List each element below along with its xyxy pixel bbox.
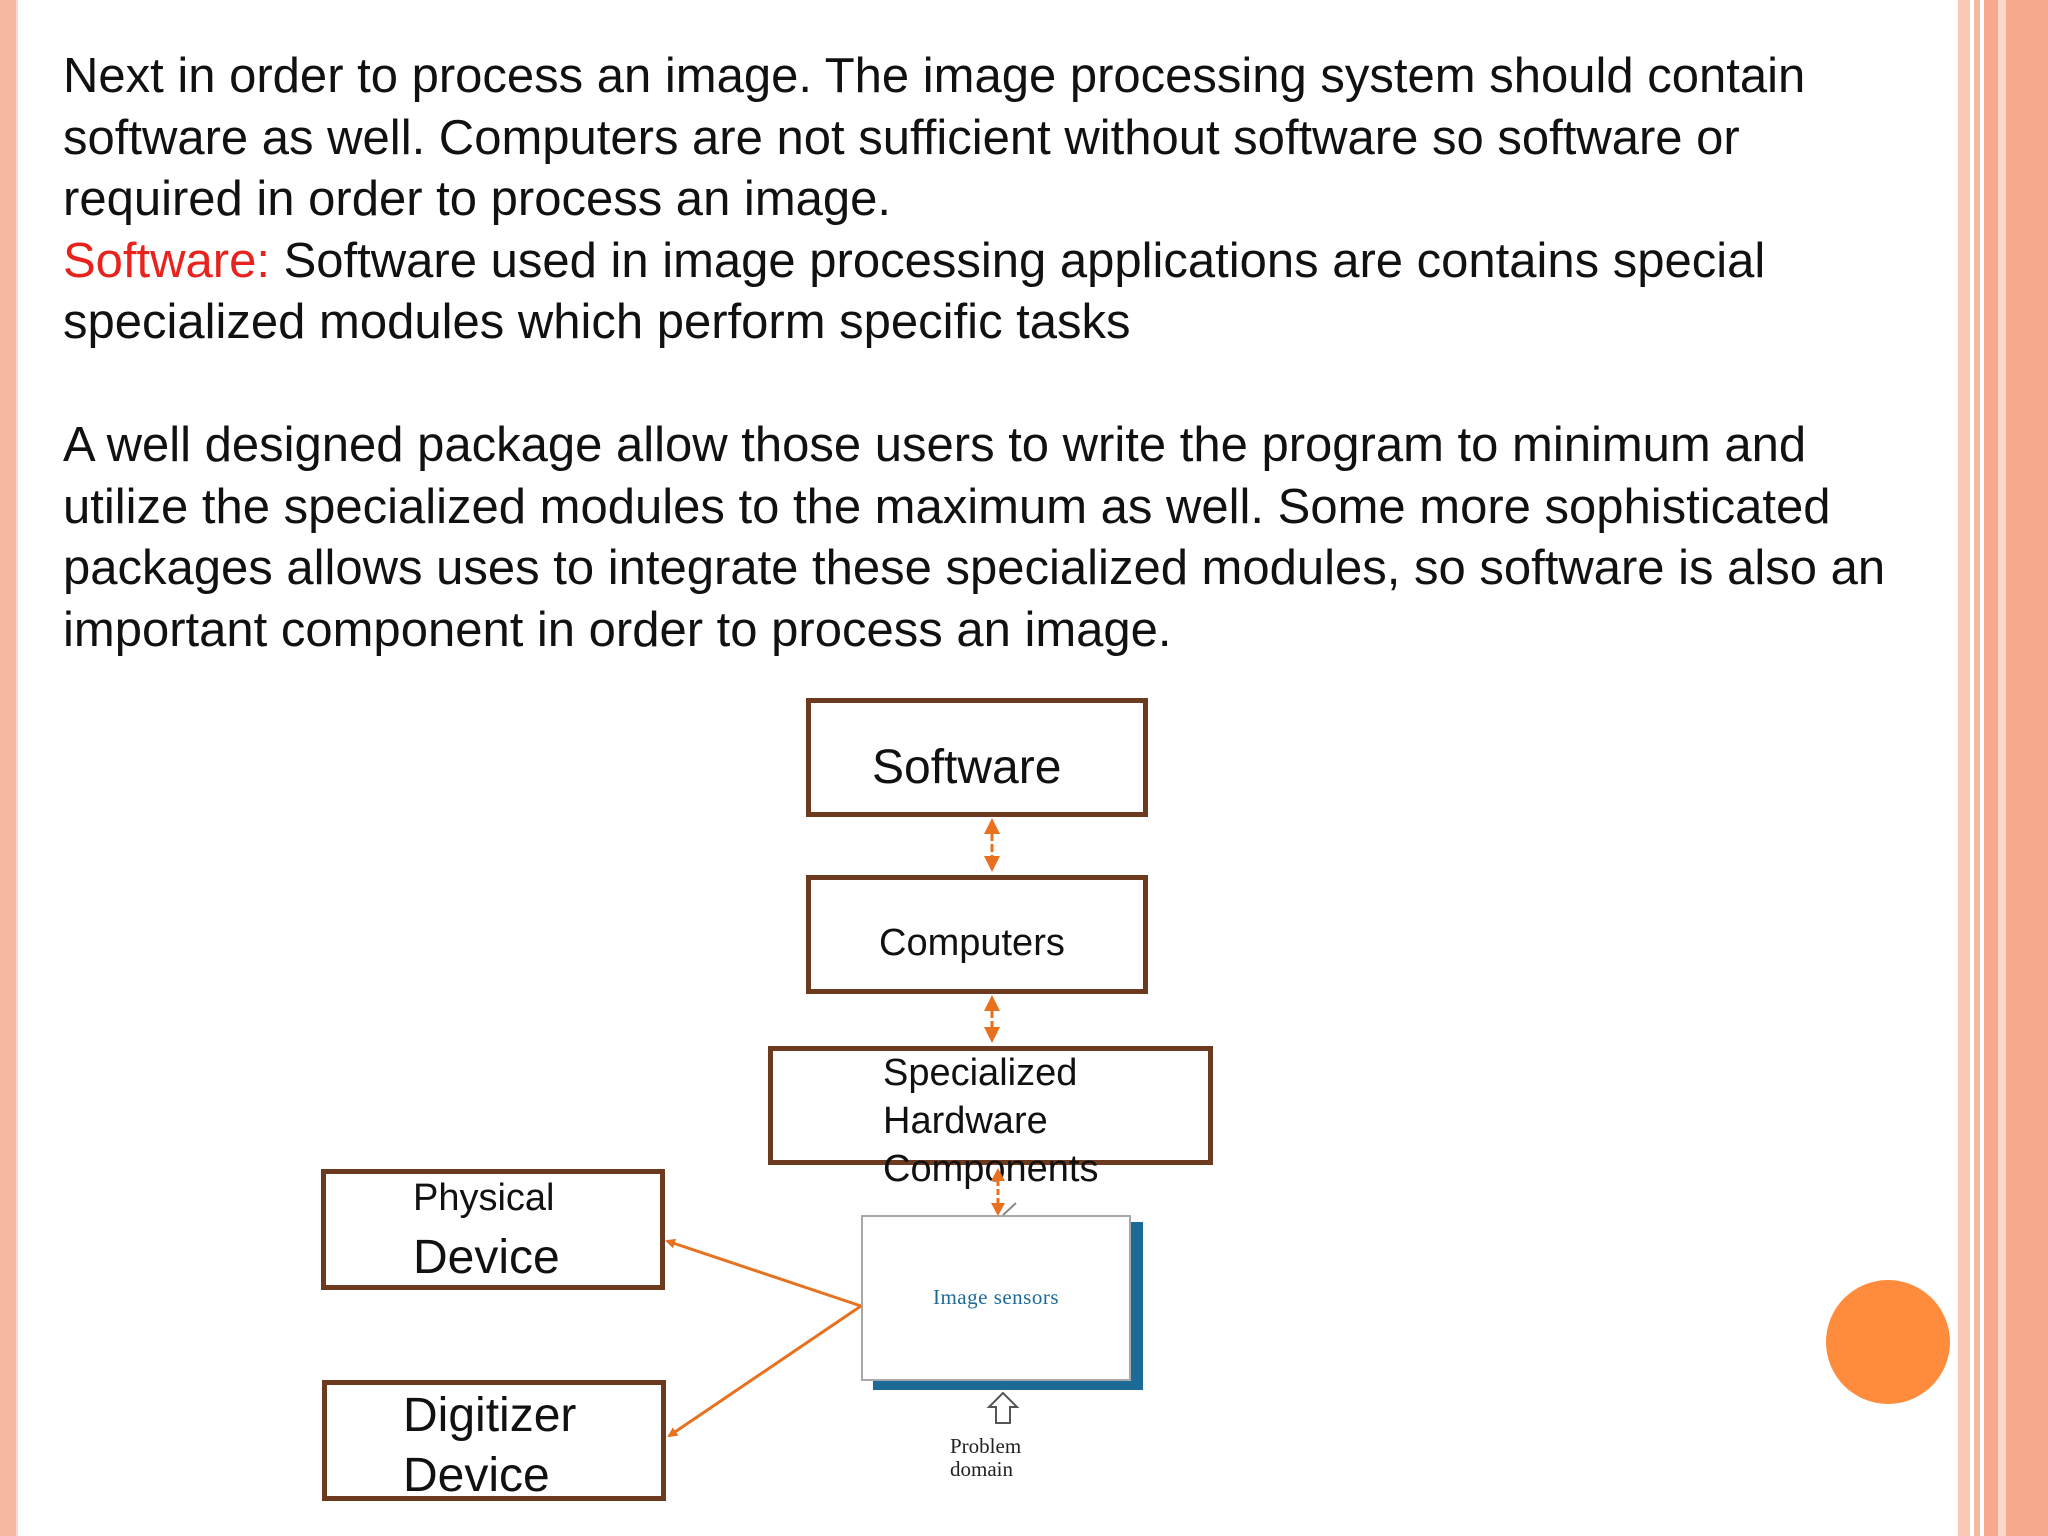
package-line: important component in order to process … (63, 602, 1172, 657)
image-sensors-card: Image sensors (861, 1215, 1131, 1381)
sensors-to-digitizer-arrow (667, 1304, 862, 1438)
software-definition-text: Software used in image processing applic… (269, 233, 1766, 288)
physical-label-line: Device (413, 1231, 560, 1284)
paragraph-gap (63, 354, 1963, 416)
computers-box: Computers (806, 875, 1148, 994)
slide-body-text: Next in order to process an image. The i… (63, 46, 1963, 661)
software-box-label: Software (872, 741, 1062, 794)
slide-right-border-line (1998, 0, 2006, 1536)
digitizer-label-line: Digitizer (403, 1389, 577, 1442)
slide-left-border (0, 0, 16, 1536)
problem-domain-label: Problem domain (950, 1435, 1050, 1481)
problem-domain-up-arrow (986, 1391, 1020, 1424)
physical-device-box (321, 1169, 665, 1290)
specialized-label-line: Hardware (883, 1100, 1048, 1142)
package-line: utilize the specialized modules to the m… (63, 479, 1831, 534)
package-line: A well designed package allow those user… (63, 418, 1807, 472)
problem-label-line: Problem (950, 1434, 1022, 1458)
problem-label-line: domain (950, 1457, 1013, 1481)
physical-label-line: Physical (413, 1177, 555, 1219)
software-definition: Software: Software used in image process… (63, 231, 1963, 293)
specialized-label-line: Specialized (883, 1052, 1078, 1094)
slide-right-border-band (1984, 0, 2048, 1536)
digitizer-label-line: Device (403, 1449, 550, 1502)
software-definition-line: specialized modules which perform specif… (63, 295, 1131, 349)
specialized-label-line: Components (883, 1148, 1099, 1190)
software-box: Software (806, 698, 1148, 817)
computers-hardware-arrow (984, 995, 1000, 1043)
intro-line: Next in order to process an image. The i… (63, 49, 1806, 103)
software-computers-arrow (984, 818, 1000, 872)
intro-line: software as well. Computers are not suff… (63, 110, 1740, 165)
software-term: Software: (63, 233, 270, 288)
package-line: packages allows uses to integrate these … (63, 541, 1886, 595)
specialized-hardware-box (768, 1046, 1213, 1165)
slide-right-border (1958, 0, 1970, 1536)
digitizer-device-box (322, 1380, 666, 1501)
slide-right-border-stripe (1974, 0, 1980, 1536)
sensors-to-physical-arrow (665, 1238, 862, 1308)
image-sensors-label: Image sensors (932, 1285, 1060, 1309)
intro-line: required in order to process an image. (63, 172, 891, 226)
slide-left-border-line (16, 0, 18, 1536)
computers-box-label: Computers (879, 922, 1065, 964)
decorative-orange-circle (1826, 1280, 1950, 1404)
